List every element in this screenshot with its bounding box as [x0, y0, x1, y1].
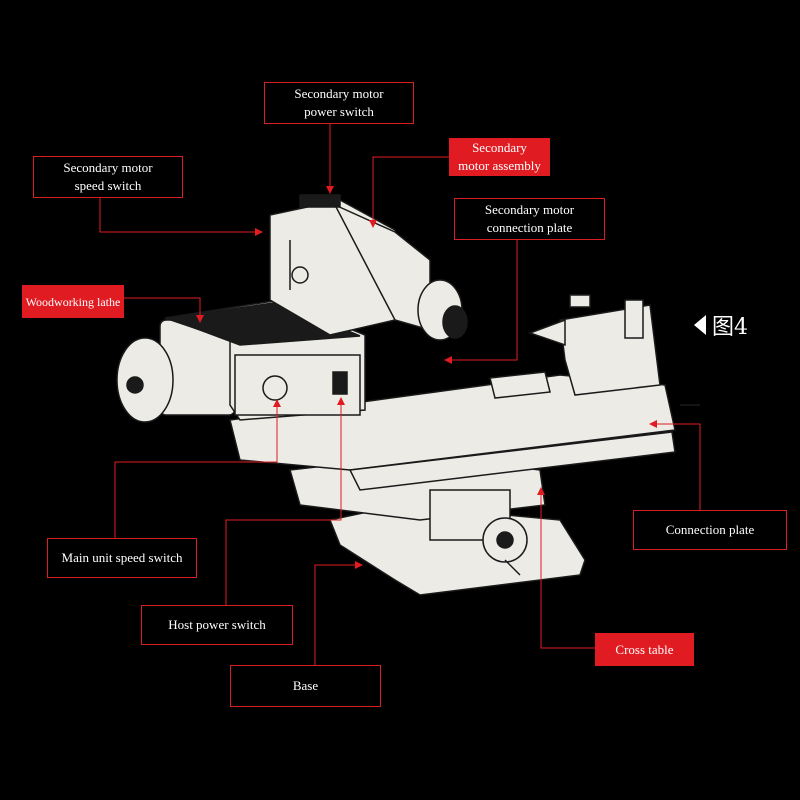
leader-woodworking-lathe — [124, 297, 204, 323]
leader-base — [314, 561, 363, 665]
label-connection-plate: Connection plate — [633, 510, 787, 550]
label-secondary-motor-connection-plate: Secondary motor connection plate — [454, 198, 605, 240]
label-line: Secondary — [472, 140, 527, 155]
leader-connection-plate-secondary — [444, 240, 518, 364]
label-base: Base — [230, 665, 381, 707]
tailstock-shape — [559, 304, 661, 396]
figure-number: 图4 — [694, 309, 748, 341]
label-line: Secondary motor — [294, 86, 384, 101]
label-line: Secondary motor — [484, 202, 575, 217]
label-cross-table: Cross table — [595, 633, 694, 666]
machine-illustration — [116, 194, 700, 596]
label-line: power switch — [304, 104, 374, 119]
label-host-power-switch: Host power switch — [141, 605, 293, 645]
label-line: motor assembly — [458, 158, 541, 173]
leader-motor-assembly — [369, 156, 449, 228]
triangle-left-icon — [694, 315, 706, 335]
leader-main-speed-switch — [114, 399, 281, 538]
figure-label-text: 图4 — [712, 315, 748, 340]
leader-speed-switch — [99, 197, 263, 236]
label-secondary-motor-assembly: Secondary motor assembly — [449, 138, 550, 176]
label-main-unit-speed-switch: Main unit speed switch — [47, 538, 197, 578]
leader-cross-table — [537, 487, 595, 649]
label-secondary-motor-power-switch: Secondary motor power switch — [264, 82, 414, 124]
label-secondary-motor-speed-switch: Secondary motor speed switch — [33, 156, 183, 198]
label-line: speed switch — [74, 178, 142, 193]
label-line: connection plate — [486, 220, 573, 235]
leader-connection-plate — [649, 420, 701, 510]
label-line: Secondary motor — [63, 160, 153, 175]
label-woodworking-lathe: Woodworking lathe — [22, 285, 124, 318]
leader-host-power-switch — [225, 397, 345, 605]
leader-lines — [99, 124, 701, 665]
